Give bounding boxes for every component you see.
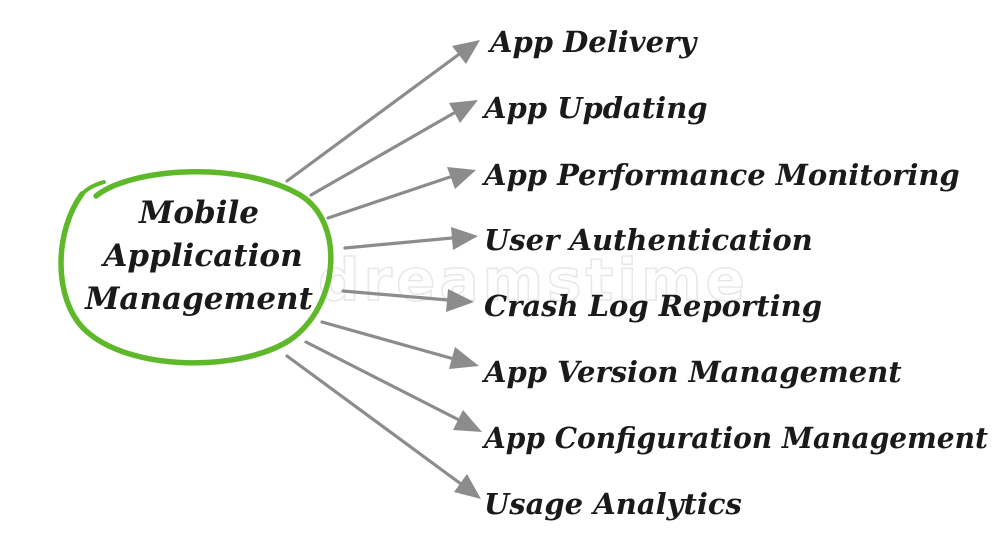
item-label-app-version-management: App Version Management [481,355,902,389]
center-title: Mobile Application Management [84,195,313,317]
arrow-app-version-management [320,320,479,369]
item-label-crash-log-reporting: Crash Log Reporting [484,289,822,323]
arrows [285,40,482,499]
arrow-app-configuration-management [304,340,482,432]
item-label-app-delivery: App Delivery [487,25,698,59]
arrow-app-performance-monitoring [326,167,476,220]
item-label-app-updating: App Updating [481,91,708,125]
arrow-app-updating [309,100,478,197]
arrow-user-authentication [343,227,478,250]
center-title-line-1: Mobile [138,195,259,231]
center-ring [58,169,334,366]
center-ring-tail [80,180,106,196]
watermark-text: dreamstime [318,246,749,314]
center-title-line-3: Management [84,281,313,317]
item-label-app-performance-monitoring: App Performance Monitoring [481,158,960,192]
arrow-crash-log-reporting [341,289,474,312]
center-title-line-2: Application [100,238,302,274]
center-ring-stroke [58,169,334,366]
item-labels: App Delivery App Updating App Performanc… [481,25,989,521]
item-label-user-authentication: User Authentication [484,223,813,257]
arrow-app-delivery [285,40,480,183]
item-label-app-configuration-management: App Configuration Management [481,421,988,455]
item-label-usage-analytics: Usage Analytics [484,487,742,521]
arrow-usage-analytics [285,354,481,499]
